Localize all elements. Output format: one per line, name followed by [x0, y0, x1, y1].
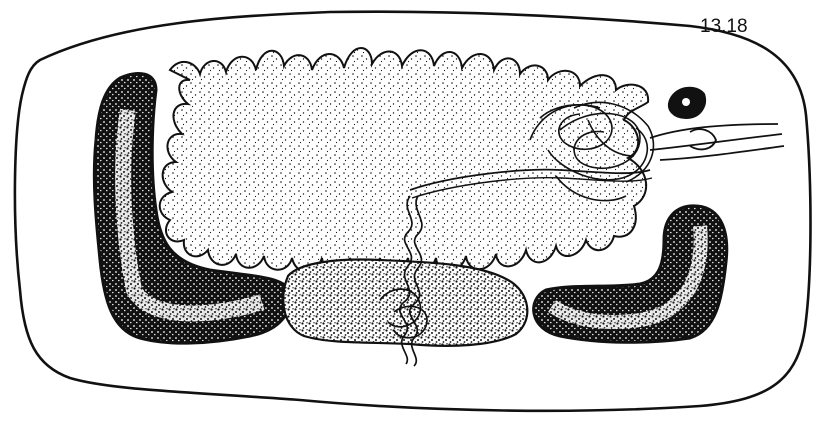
figure-label: 13.18: [700, 16, 748, 38]
